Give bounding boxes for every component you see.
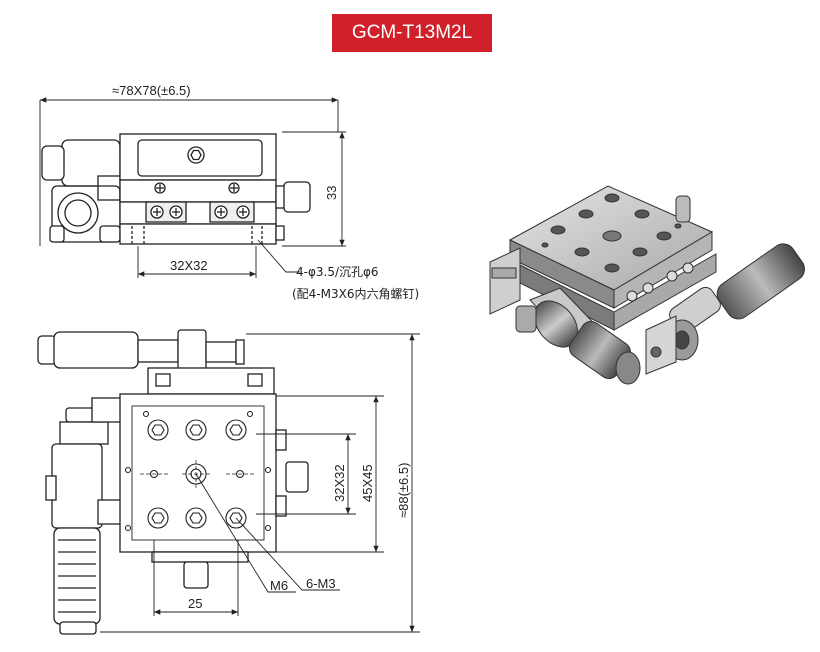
inner-square-label: 32X32 bbox=[332, 464, 347, 502]
overall-length-label: ≈88(±6.5) bbox=[396, 463, 411, 518]
corner-threads-label: 6-M3 bbox=[306, 576, 336, 591]
front-dimension-lines bbox=[39, 97, 346, 278]
hole-pitch-label: 32X32 bbox=[170, 258, 208, 273]
front-view bbox=[41, 133, 311, 246]
product-isometric-image bbox=[489, 185, 805, 385]
outer-square-label: 45X45 bbox=[360, 464, 375, 502]
model-title-badge: GCM-T13M2L bbox=[332, 14, 492, 52]
stage-hole-pattern bbox=[124, 410, 272, 532]
counterbore-note: 4-φ3.5/沉孔φ6 bbox=[296, 265, 379, 279]
height-label: 33 bbox=[324, 186, 339, 200]
bottom-offset-label: 25 bbox=[188, 596, 202, 611]
center-thread-label: M6 bbox=[270, 578, 288, 593]
top-view bbox=[37, 329, 309, 635]
top-dimension-lines bbox=[100, 333, 420, 633]
overall-width-label: ≈78X78(±6.5) bbox=[112, 83, 191, 98]
screw-note: (配4-M3X6内六角螺钉) bbox=[292, 287, 419, 301]
